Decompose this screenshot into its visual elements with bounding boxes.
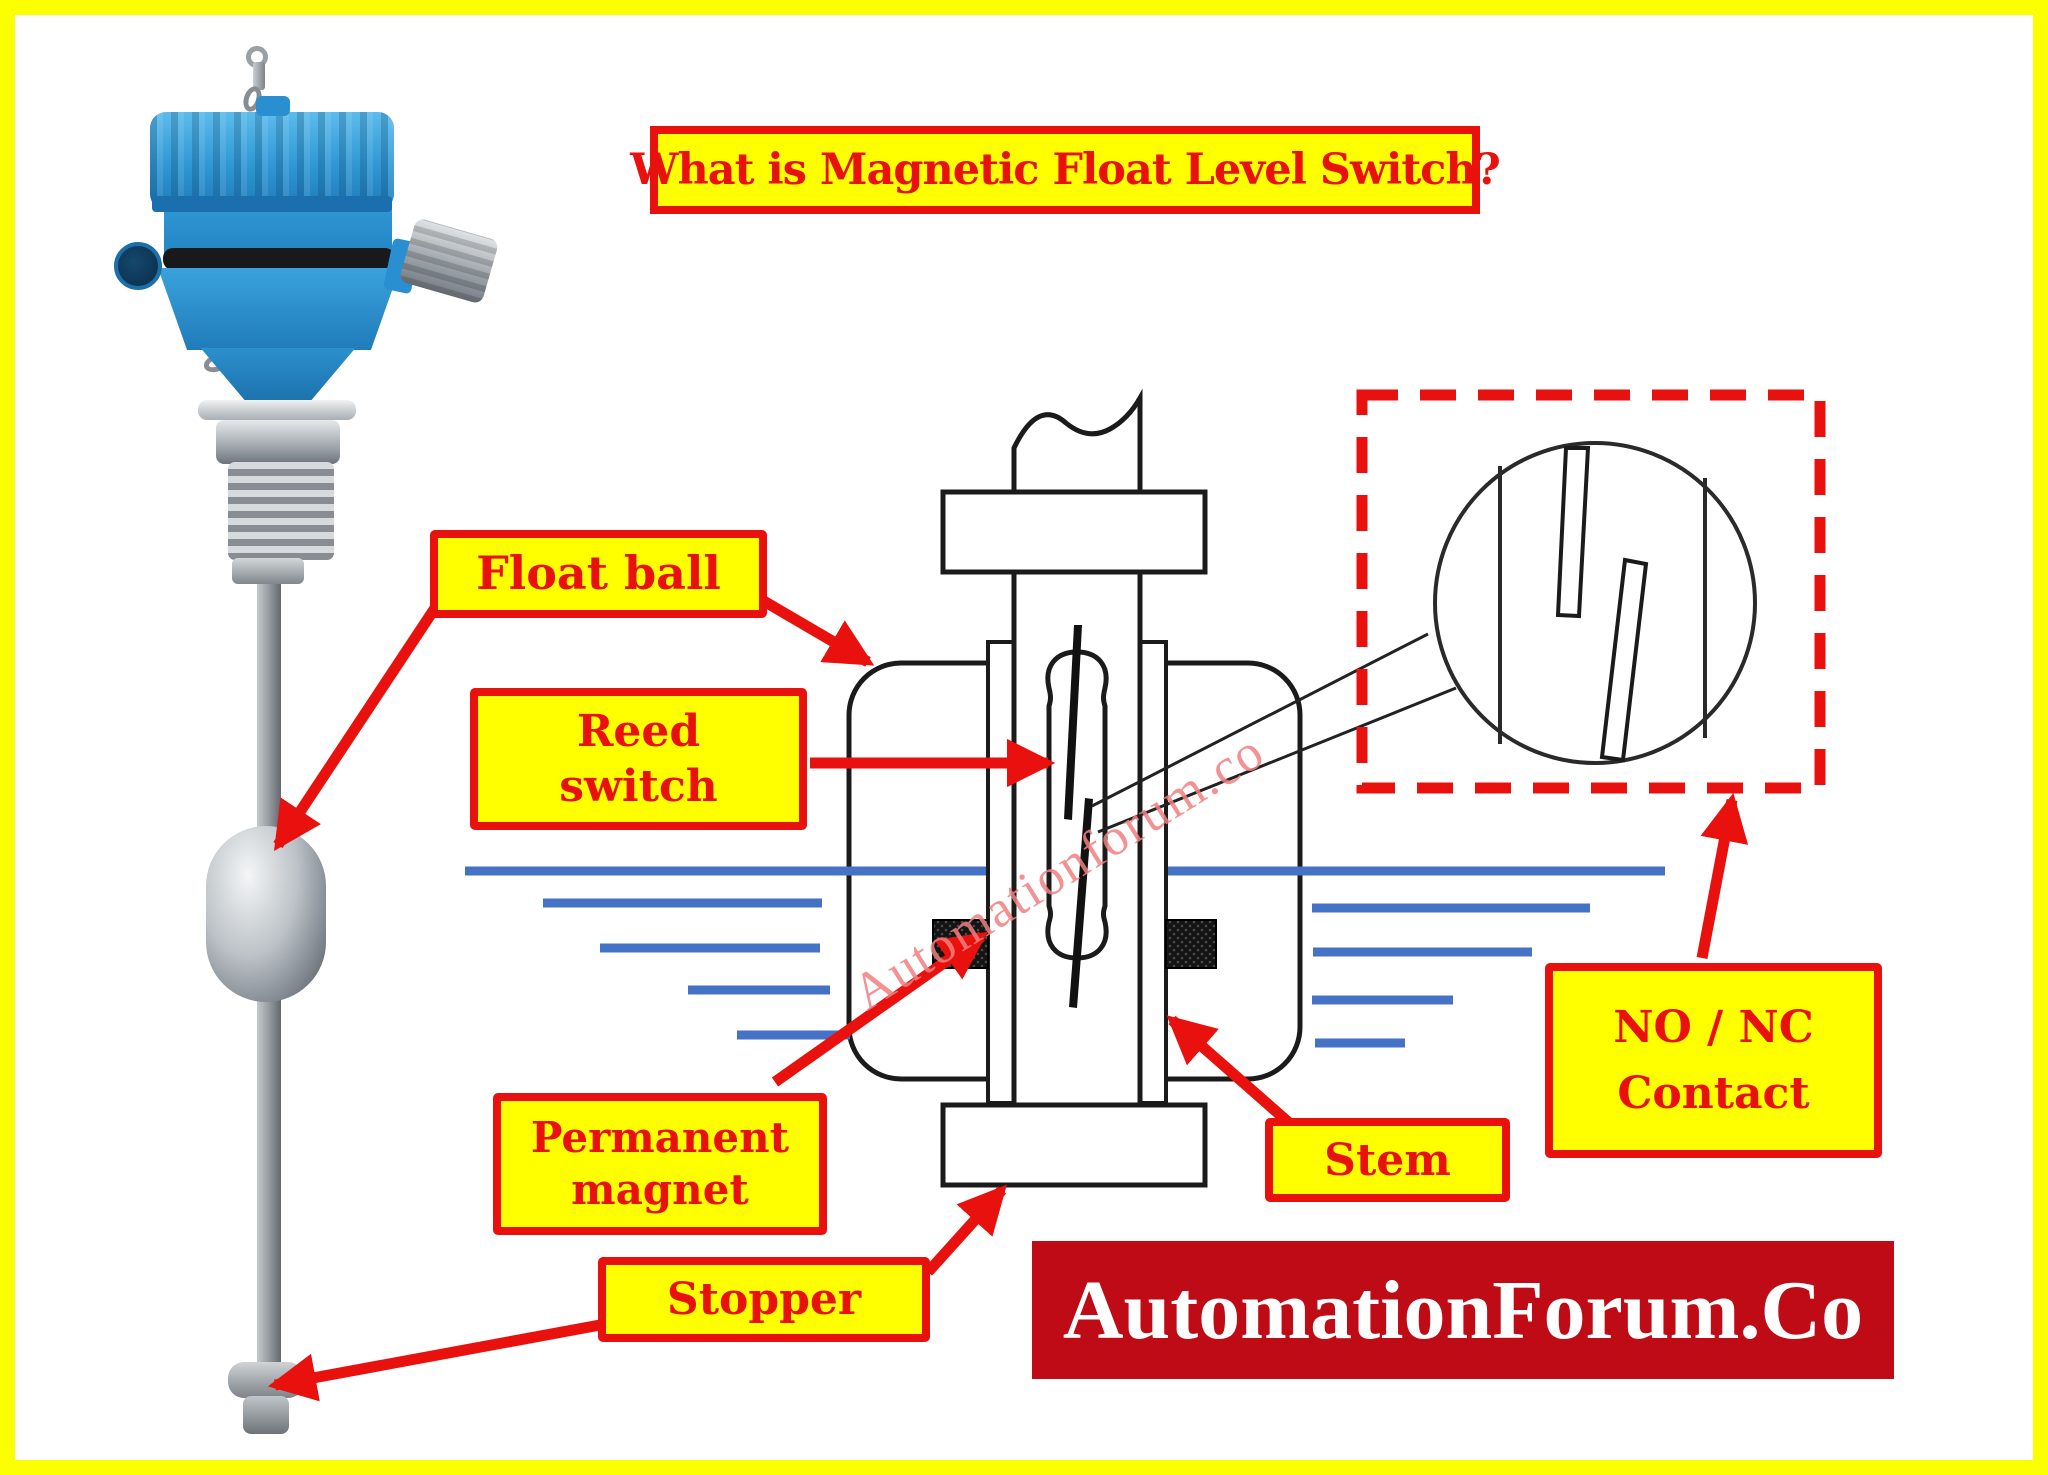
device-float-ball (206, 826, 326, 1002)
device-head-lower (158, 268, 400, 350)
device-flange-washer (198, 400, 356, 420)
label-reed-switch: Reed switch (470, 688, 807, 830)
label-no-nc-line2: Contact (1617, 1067, 1810, 1119)
chain-pin-stem (253, 62, 265, 90)
guide-sleeve-right (1138, 640, 1168, 1105)
arrow-stem (1166, 1015, 1299, 1133)
label-no-nc-line1: NO / NC (1613, 1001, 1814, 1053)
page-title: What is Magnetic Float Level Switch? (630, 145, 1501, 195)
arrow-floatball-to-schematic (759, 595, 875, 667)
device-head-cap (150, 112, 394, 210)
label-no-nc-contact: NO / NC Contact (1545, 963, 1882, 1158)
device-threaded-connection (228, 462, 334, 560)
reed-blade-bottom (1069, 798, 1093, 1008)
label-permanent-magnet: Permanent magnet (493, 1093, 827, 1235)
label-stopper-text: Stopper (666, 1274, 862, 1325)
arrow-floatball-to-photo (273, 604, 440, 852)
device-oring (163, 248, 395, 270)
water-level-lines (465, 866, 1665, 1048)
detail-circle (1433, 441, 1757, 765)
device-stopper-nut (243, 1396, 289, 1434)
reed-switch-capsule (1045, 649, 1109, 961)
label-float-ball: Float ball (430, 530, 767, 618)
arrow-no-nc-contact (1696, 792, 1749, 960)
device-hex-nut (216, 420, 340, 464)
stopper-block (940, 1102, 1208, 1188)
device-cap-lip (152, 196, 392, 212)
label-permanent-magnet-line2: magnet (571, 1165, 749, 1214)
label-stem: Stem (1265, 1118, 1510, 1202)
arrow-permanent-magnet (771, 931, 988, 1087)
arrow-stopper-to-schematic (923, 1184, 1007, 1276)
label-stem-text: Stem (1324, 1134, 1451, 1186)
schematic-stem (1011, 388, 1143, 1105)
label-permanent-magnet-line1: Permanent (530, 1112, 790, 1162)
guide-sleeve-left (986, 640, 1016, 1105)
detail-contact-blade-top (1555, 446, 1591, 619)
device-conduit-port (114, 242, 162, 290)
label-stopper: Stopper (598, 1257, 930, 1342)
brand-name: AutomationForum.Co (1062, 1263, 1864, 1357)
arrow-stopper-to-photo (267, 1319, 601, 1402)
device-head-body (164, 208, 392, 254)
reed-blade-top (1064, 625, 1082, 820)
detail-contact-blade-bottom (1599, 557, 1649, 763)
leader-line-upper (1091, 632, 1429, 808)
label-reed-switch-line1: Reed (576, 706, 701, 757)
title-banner: What is Magnetic Float Level Switch? (630, 126, 1501, 214)
device-cap-nipple (256, 96, 290, 116)
label-reed-switch-line2: switch (559, 761, 718, 812)
device-collar (232, 558, 304, 584)
detail-dashed-box (1356, 389, 1826, 794)
permanent-magnet-right (1165, 919, 1217, 969)
label-float-ball-text: Float ball (476, 546, 721, 601)
brand-banner: AutomationForum.Co (1032, 1241, 1894, 1379)
leader-line-lower (1097, 686, 1457, 834)
mounting-flange (940, 489, 1208, 575)
callout-arrows (267, 595, 1749, 1402)
